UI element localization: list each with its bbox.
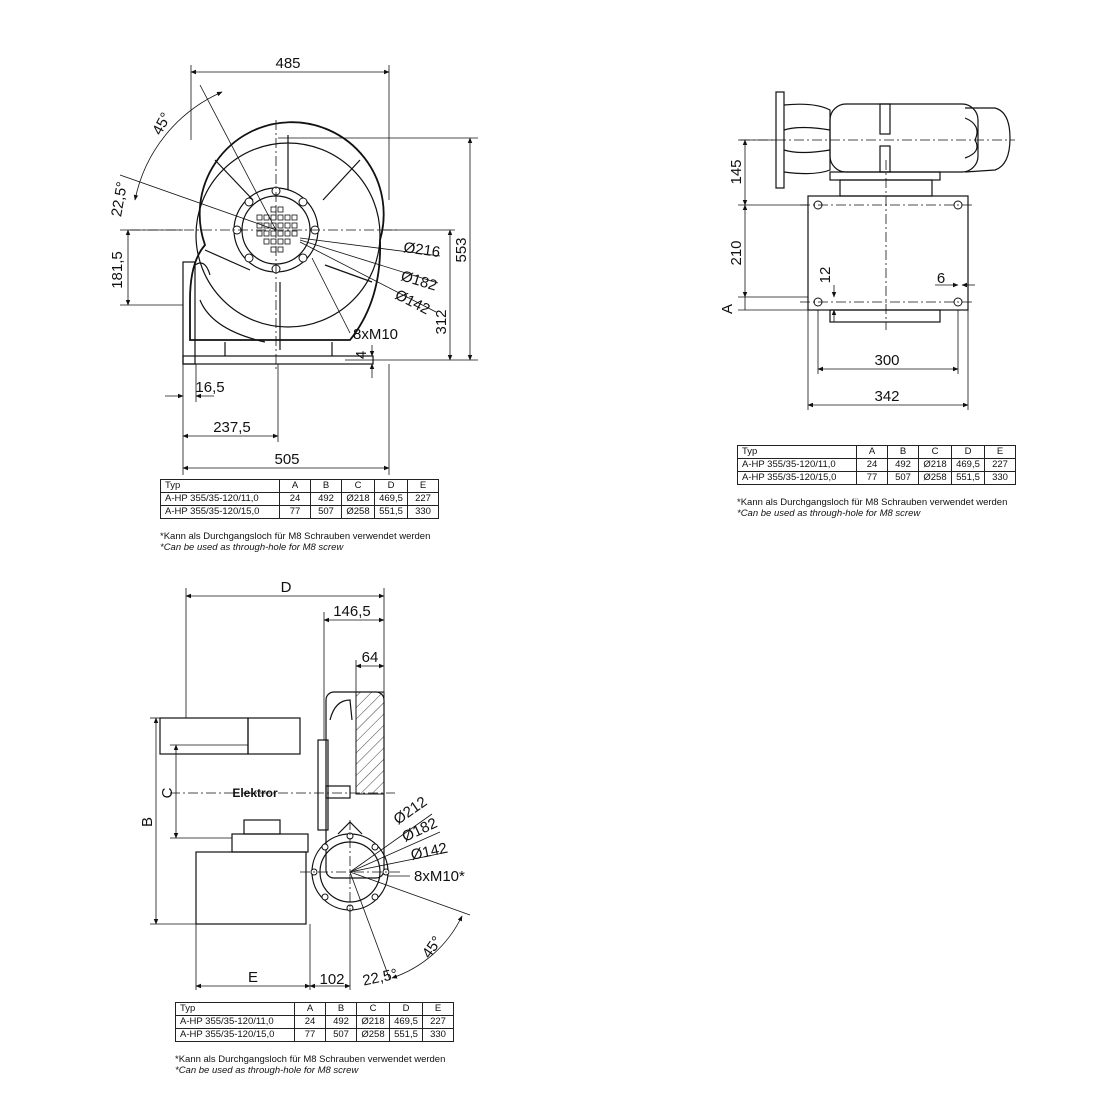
dim-dia-216: Ø216 — [402, 239, 441, 261]
motor-body — [195, 851, 307, 925]
note-bottom: *Kann als Durchgangsloch für M8 Schraube… — [175, 1054, 446, 1076]
table-header: Typ A B C D E — [160, 479, 439, 493]
hatched-section — [355, 691, 385, 795]
dim-label-c: C — [159, 787, 176, 798]
outlet-flange — [182, 261, 196, 365]
side-inlet — [783, 103, 831, 175]
volute-housing — [189, 121, 385, 341]
inlet-grid — [256, 206, 298, 253]
dim-8xm10-b: 8xM10* — [414, 868, 465, 885]
base-plate — [182, 355, 374, 365]
brand-label: Elektror — [232, 786, 278, 800]
note-side: *Kann als Durchgangsloch für M8 Schraube… — [737, 497, 1008, 519]
side-mount-plate — [807, 195, 969, 311]
dim-12: 12 — [817, 267, 834, 284]
flange-bolt-holes — [232, 186, 320, 274]
front-view: 485 45° 22,5° 181,5 Ø216 Ø182 Ø142 8xM10… — [108, 55, 478, 475]
dim-102: 102 — [319, 971, 344, 988]
dim-553: 553 — [453, 237, 470, 262]
dim-label-a: A — [719, 304, 736, 314]
side-motor-cap — [964, 107, 1011, 173]
side-mount-holes — [813, 200, 963, 307]
note-front: *Kann als Durchgangsloch für M8 Schraube… — [160, 531, 431, 553]
dim-505: 505 — [274, 451, 299, 468]
housing-scroll — [199, 299, 266, 343]
dim-label-b: B — [139, 817, 156, 827]
side-view: 145 210 12 A 6 300 342 — [719, 91, 1015, 410]
dim-210: 210 — [728, 240, 745, 265]
table-header: Typ A B C D E — [737, 445, 1016, 459]
table-header: Typ A B C D E — [175, 1002, 454, 1016]
dim-146-5: 146,5 — [333, 603, 371, 620]
dim-237-5: 237,5 — [213, 419, 251, 436]
dim-angle-45-b: 45° — [419, 933, 446, 961]
dim-16-5: 16,5 — [195, 379, 224, 396]
side-housing — [829, 103, 979, 173]
dim-181-5: 181,5 — [109, 251, 126, 289]
dim-342: 342 — [874, 388, 899, 405]
dim-300: 300 — [874, 352, 899, 369]
bottom-view: D 146,5 64 C B Elektror Ø212 Ø182 Ø142 8… — [139, 579, 471, 990]
outlet-neck — [194, 262, 211, 276]
dim-4: 4 — [353, 351, 370, 359]
dim-8xm10: 8xM10 — [353, 326, 398, 343]
dim-angle-45: 45° — [149, 110, 175, 138]
bottom-inlet-bolts — [310, 832, 390, 912]
dim-64: 64 — [362, 649, 379, 666]
dim-label-e: E — [248, 969, 258, 986]
dim-6: 6 — [937, 270, 945, 287]
dim-312: 312 — [433, 309, 450, 334]
dim-485: 485 — [275, 55, 300, 72]
dim-angle-22-5-b: 22,5° — [361, 966, 399, 990]
dim-145: 145 — [728, 159, 745, 184]
spokes — [204, 135, 373, 350]
dim-angle-22-5: 22,5° — [108, 180, 131, 218]
dim-label-d: D — [281, 579, 292, 596]
motor-terminal-box — [159, 717, 249, 755]
